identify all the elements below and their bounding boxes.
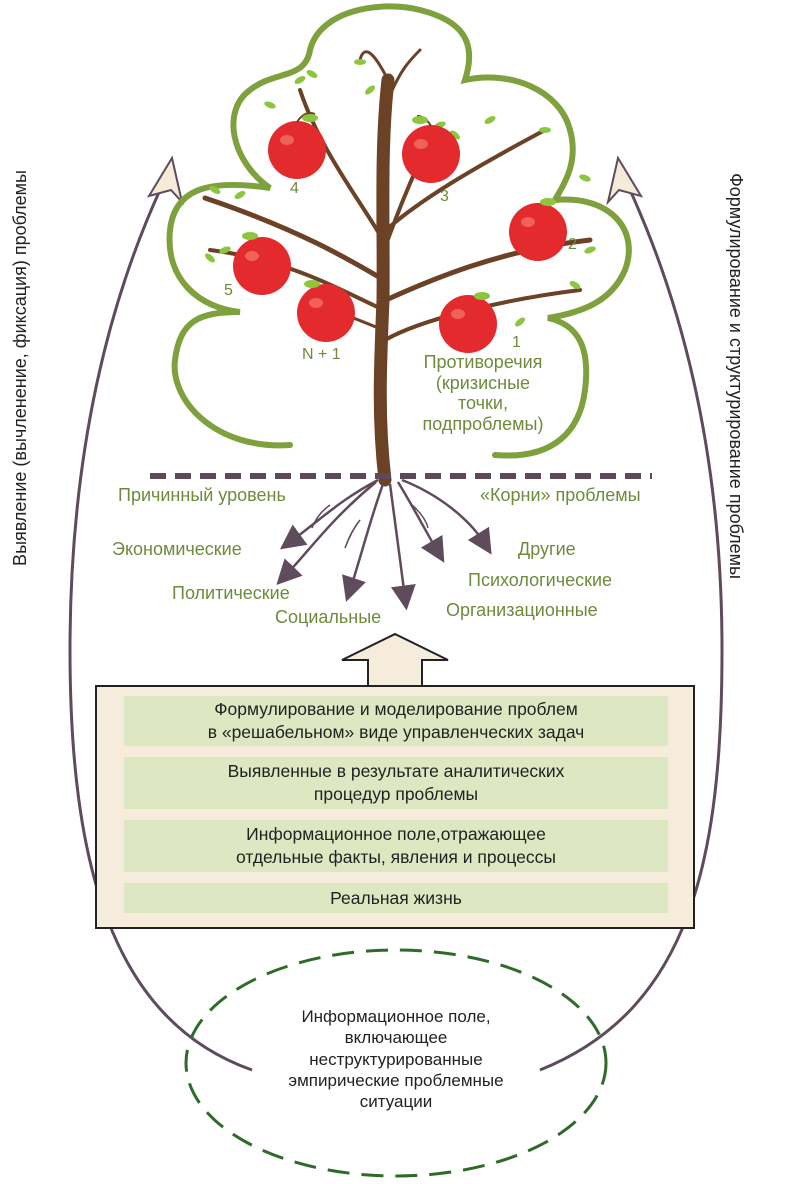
layer-identified-problems: Выявленные в результате аналитических пр… <box>124 757 668 809</box>
upward-arrow <box>341 632 449 689</box>
apple-2-number: 2 <box>568 236 577 253</box>
roots <box>276 478 492 611</box>
root-political: Политические <box>172 583 290 603</box>
root-psychological: Психологические <box>468 570 613 590</box>
contradictions-line-2: (кризисные <box>435 372 531 393</box>
contradictions-line-4: подпроблемы) <box>422 414 544 435</box>
root-social: Социальные <box>275 607 382 627</box>
layer-information-field: Информационное поле,отражающее отдельные… <box>124 820 668 872</box>
layer-information-line-1: Информационное поле,отражающее <box>246 824 546 845</box>
info-field-line-2: включающее <box>344 1028 448 1048</box>
apple-5 <box>233 232 291 295</box>
info-field-line-3: неструктурированные <box>309 1049 483 1069</box>
apple-2 <box>509 198 567 261</box>
info-field-line-1: Информационное поле, <box>301 1007 491 1026</box>
contradictions-line-1: Противоречия <box>423 352 543 372</box>
apple-n-plus-1 <box>297 280 355 342</box>
contradictions-line-3: точки, <box>458 393 508 414</box>
left-side-label: Выявление (вычленение, фиксация) проблем… <box>10 170 30 566</box>
tree-canopy-outline <box>166 3 632 459</box>
layer-formulation-line-2: в «решабельном» виде управленческих зада… <box>207 722 585 742</box>
info-field-ellipse <box>184 948 608 1178</box>
left-identification-arrow <box>68 155 253 1072</box>
right-side-label: Формулирование и структурирование пробле… <box>726 173 746 579</box>
apple-3-number: 3 <box>440 188 449 205</box>
apple-5-number: 5 <box>224 282 233 299</box>
apple-n-plus-1-number: N + 1 <box>302 346 341 363</box>
layer-real-life: Реальная жизнь <box>124 883 668 913</box>
layer-formulation: Формулирование и моделирование проблем в… <box>124 696 668 746</box>
apple-3 <box>402 115 460 183</box>
info-field-text: Информационное поле, включающее неструкт… <box>248 1006 544 1112</box>
apple-4-number: 4 <box>290 180 299 197</box>
layer-information-line-2: отдельные факты, явления и процессы <box>236 847 556 867</box>
roots-label: «Корни» проблемы <box>480 485 641 505</box>
layer-identified-line-1: Выявленные в результате аналитических <box>227 761 565 782</box>
apple-4 <box>268 112 326 179</box>
info-field-line-4: эмпирические проблемные <box>288 1070 504 1090</box>
root-fibers <box>311 504 429 549</box>
layer-identified-line-2: процедур проблемы <box>313 784 479 804</box>
contradictions-label: Противоречия (кризисные точки, подпробле… <box>408 352 558 435</box>
apple-1 <box>439 292 497 353</box>
root-economic: Экономические <box>112 539 242 559</box>
info-field-line-5: ситуации <box>359 1092 433 1111</box>
cause-level-label: Причинный уровень <box>118 485 286 505</box>
root-other: Другие <box>518 539 576 559</box>
layer-formulation-line-1: Формулирование и моделирование проблем <box>214 699 578 720</box>
right-structuring-arrow <box>539 155 724 1072</box>
root-organizational: Организационные <box>446 600 598 620</box>
layer-real-life-line-1: Реальная жизнь <box>330 887 462 908</box>
apple-1-number: 1 <box>512 334 521 351</box>
